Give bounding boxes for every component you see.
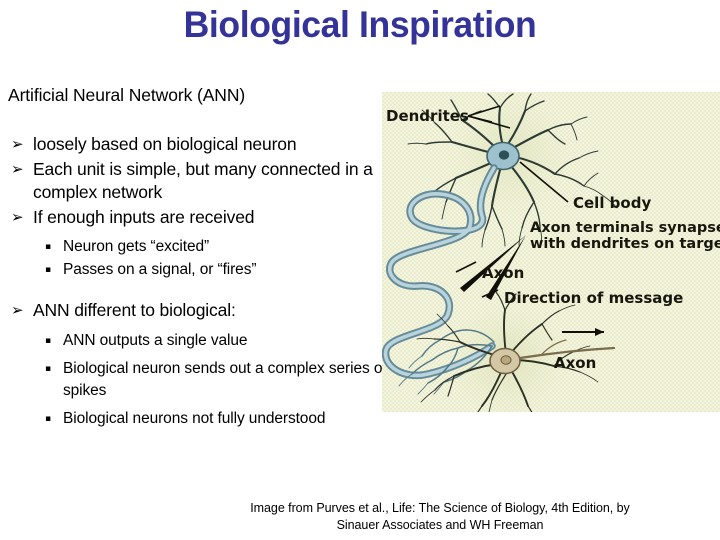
list-item: ▪ Biological neuron sends out a complex … [0, 358, 392, 401]
arrow-bullet-icon: ➢ [11, 207, 24, 226]
figure-label-terminals-line2: with dendrites on target cell [530, 236, 720, 252]
list-item-label: Biological neuron sends out a complex se… [63, 360, 387, 399]
list-item-label: ANN outputs a single value [63, 331, 248, 349]
nucleus-top [498, 150, 510, 160]
figure-label-direction: Direction of message [504, 289, 683, 307]
square-bullet-icon: ▪ [45, 335, 51, 346]
list-item-label: If enough inputs are received [33, 206, 255, 227]
list-item-label: ANN different to biological: [33, 300, 236, 320]
terminal-leader-arrows [460, 235, 526, 300]
bullet-list: ➢ loosely based on biological neuron ➢ E… [0, 133, 392, 430]
lead-text: Artificial Neural Network (ANN) [8, 85, 246, 105]
arrow-bullet-icon: ➢ [11, 135, 24, 153]
list-item: ▪ Passes on a signal, or “fires” [0, 259, 392, 281]
list-item: ➢ loosely based on biological neuron [0, 133, 392, 157]
nucleus-bottom [500, 355, 512, 365]
direction-arrow-icon [562, 328, 604, 336]
list-item-label: Passes on a signal, or “fires” [63, 260, 257, 278]
list-item: ➢ ANN different to biological: [0, 299, 392, 323]
list-item-label: Neuron gets “excited” [63, 238, 210, 255]
square-bullet-icon: ▪ [45, 264, 51, 275]
slide-body: Artificial Neural Network (ANN) ➢ loosel… [0, 84, 392, 431]
neuron-diagram-image: Dendrites Cell body Axon Direction of me… [382, 92, 720, 412]
page-title: Biological Inspiration [183, 4, 537, 45]
caption-line-1: Image from Purves et al., Life: The Scie… [250, 501, 630, 515]
axon-tube [382, 164, 498, 380]
square-bullet-icon: ▪ [45, 242, 51, 252]
list-item-label: loosely based on biological neuron [33, 134, 297, 154]
caption-line-2: Sinauer Associates and WH Freeman [336, 518, 544, 532]
list-item-label: Each unit is simple, but many connected … [33, 158, 373, 203]
list-item: ▪ Biological neurons not fully understoo… [0, 408, 392, 430]
square-bullet-icon: ▪ [45, 364, 51, 374]
figure-label-cell-body: Cell body [573, 194, 651, 212]
square-bullet-icon: ▪ [45, 414, 51, 424]
figure-label-axon-bottom: Axon [554, 354, 596, 372]
axon-bottom-line [518, 346, 616, 360]
list-item: ▪ ANN outputs a single value [0, 330, 392, 352]
figure-label-dendrites: Dendrites [386, 107, 469, 125]
image-credit-caption: Image from Purves et al., Life: The Scie… [160, 500, 720, 534]
list-item: ➢ Each unit is simple, but many connecte… [0, 158, 392, 205]
figure-label-terminals-line1: Axon terminals synapse [530, 220, 720, 236]
figure-label-axon-top: Axon [482, 264, 524, 282]
list-item: ▪ Neuron gets “excited” [0, 236, 392, 258]
list-item-label: Biological neurons not fully understood [63, 410, 326, 427]
arrow-bullet-icon: ➢ [11, 159, 24, 178]
list-item: ➢ If enough inputs are received [0, 206, 392, 230]
arrow-bullet-icon: ➢ [11, 301, 24, 319]
